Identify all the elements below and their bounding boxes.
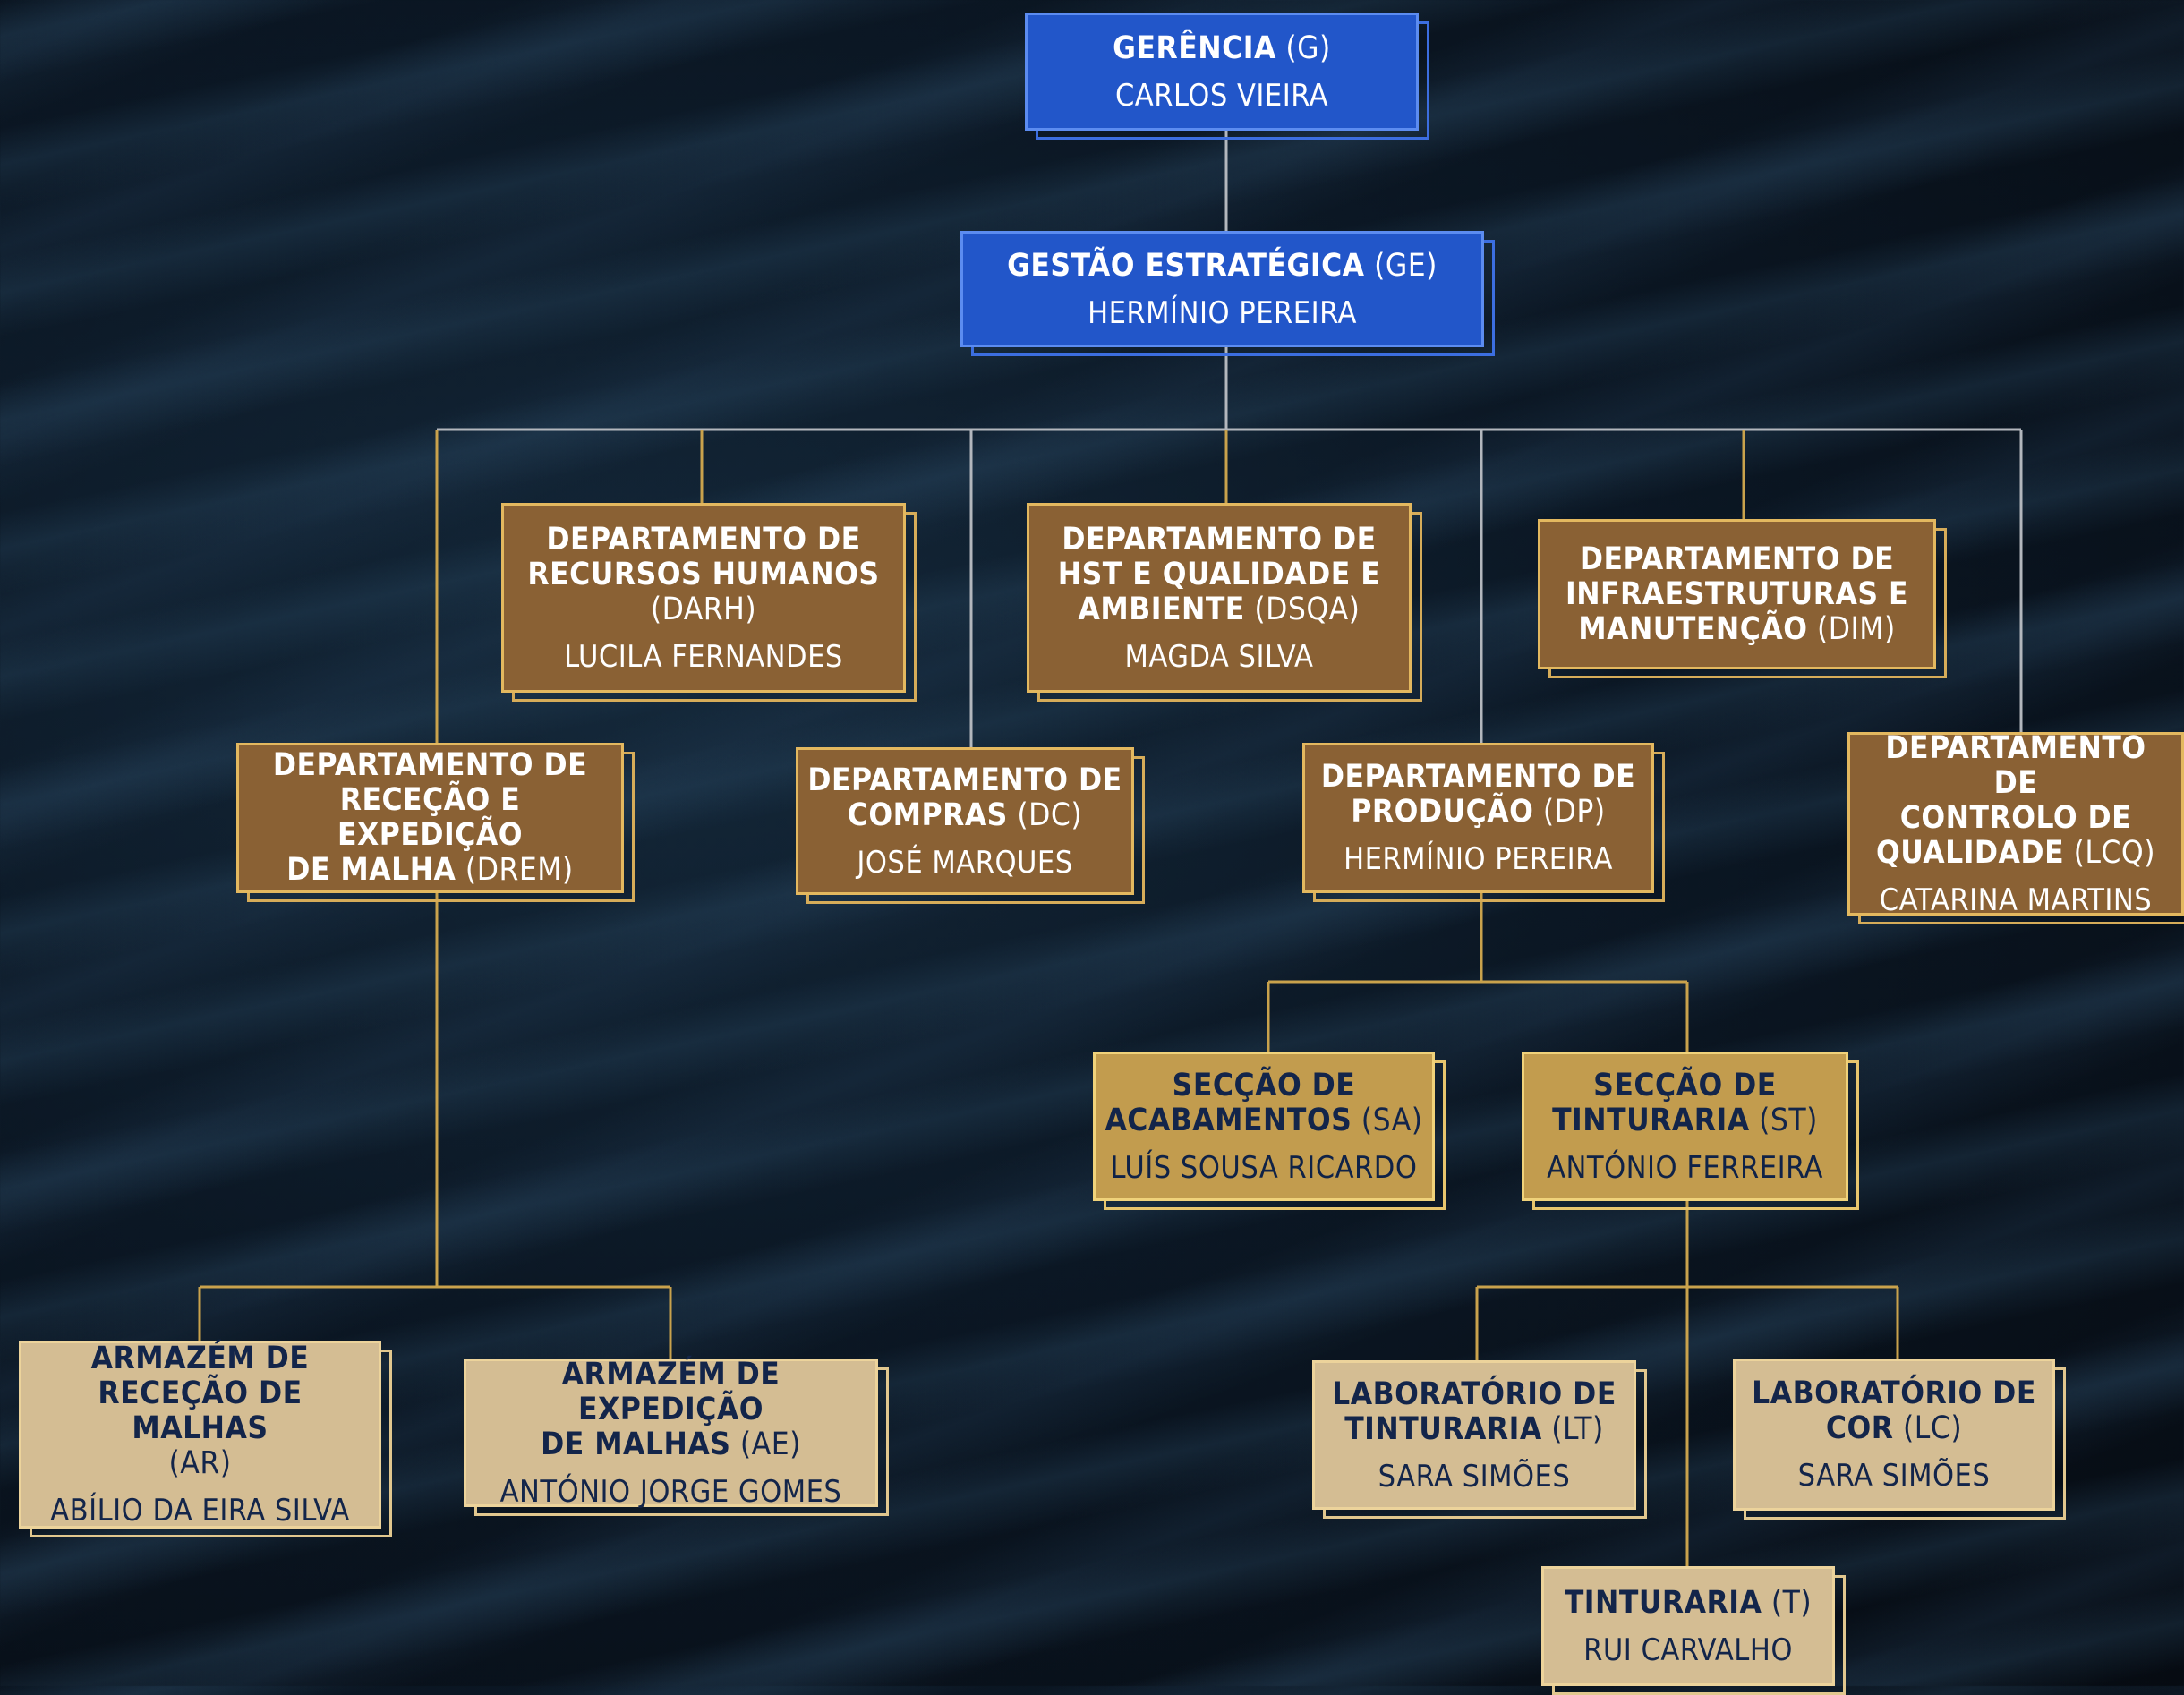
node-person-name: CATARINA MARTINS bbox=[1879, 882, 2153, 918]
node-title-line: LABORATÓRIO DE bbox=[1752, 1376, 2036, 1411]
node-abbreviation: (LC) bbox=[1903, 1410, 1963, 1446]
node-title-line: RECEÇÃO DE MALHAS bbox=[98, 1376, 303, 1446]
node-title-line: CONTROLO DE bbox=[1899, 799, 2132, 836]
node-title-line: QUALIDADE bbox=[1876, 834, 2065, 871]
node-title-line: GESTÃO ESTRATÉGICA bbox=[1007, 247, 1365, 284]
node-title-line: TINTURARIA bbox=[1552, 1102, 1750, 1138]
node-person-name: LUCILA FERNANDES bbox=[564, 638, 843, 675]
node-title-line: ARMAZÉM DE EXPEDIÇÃO bbox=[561, 1356, 781, 1427]
node-person-name: LUÍS SOUSA RICARDO bbox=[1110, 1149, 1418, 1186]
node-title-line: LABORATÓRIO DE bbox=[1332, 1376, 1617, 1412]
node-title-line: INFRAESTRUTURAS E bbox=[1565, 575, 1908, 612]
node-abbreviation: (DSQA) bbox=[1254, 591, 1361, 627]
node-title-line: DEPARTAMENTO DE bbox=[1062, 521, 1377, 558]
node-person-name: HERMÍNIO PEREIRA bbox=[1344, 841, 1613, 877]
node-title: TINTURARIA (T) bbox=[1564, 1584, 1813, 1621]
node-title-line: DEPARTAMENTO DE bbox=[1320, 759, 1636, 795]
org-node-t: TINTURARIA (T) RUI CARVALHO bbox=[1541, 1566, 1835, 1686]
node-person-name: ANTÓNIO JORGE GOMES bbox=[499, 1473, 842, 1510]
node-title-line: TINTURARIA bbox=[1564, 1584, 1762, 1621]
node-title-line: COMPRAS bbox=[847, 796, 1008, 833]
node-title-line: DEPARTAMENTO DE bbox=[1579, 541, 1895, 577]
node-title: GERÊNCIA (G) bbox=[1113, 30, 1331, 66]
node-abbreviation: (GE) bbox=[1374, 247, 1438, 284]
node-title-line: PRODUÇÃO bbox=[1351, 794, 1534, 830]
node-title-line: TINTURARIA bbox=[1344, 1410, 1542, 1447]
node-person-name: SARA SIMÕES bbox=[1797, 1458, 1991, 1494]
node-abbreviation: (DIM) bbox=[1816, 610, 1896, 647]
org-node-g: GERÊNCIA (G) CARLOS VIEIRA bbox=[1025, 13, 1419, 131]
node-abbreviation: (DC) bbox=[1017, 796, 1083, 833]
node-abbreviation: (DREM) bbox=[465, 852, 574, 888]
node-title-line: DEPARTAMENTO DE bbox=[1885, 729, 2146, 801]
node-title-line: DEPARTAMENTO DE bbox=[546, 521, 861, 558]
node-person-name: ANTÓNIO FERREIRA bbox=[1547, 1149, 1823, 1186]
node-abbreviation: (G) bbox=[1285, 30, 1331, 66]
node-title-line: HST E QUALIDADE E bbox=[1057, 556, 1381, 592]
org-node-ge: GESTÃO ESTRATÉGICA (GE) HERMÍNIO PEREIRA bbox=[960, 231, 1484, 347]
node-title-line: ACABAMENTOS bbox=[1105, 1102, 1352, 1138]
node-title-line: SECÇÃO DE bbox=[1172, 1067, 1356, 1103]
node-abbreviation: (ST) bbox=[1759, 1102, 1818, 1138]
node-abbreviation: (LCQ) bbox=[2073, 834, 2155, 871]
node-title-line: RECURSOS HUMANOS bbox=[527, 556, 880, 592]
node-title-line: DEPARTAMENTO DE bbox=[807, 762, 1122, 798]
node-title-line: ARMAZÉM DE bbox=[90, 1341, 310, 1376]
node-person-name: SARA SIMÕES bbox=[1378, 1458, 1571, 1495]
node-title-line: DEPARTAMENTO DE bbox=[272, 747, 588, 783]
node-title-line: GERÊNCIA bbox=[1113, 30, 1276, 66]
node-title: GESTÃO ESTRATÉGICA (GE) bbox=[1007, 247, 1438, 284]
node-abbreviation: (AR) bbox=[168, 1445, 232, 1481]
node-title-line: DE MALHA bbox=[286, 852, 456, 888]
node-abbreviation: (LT) bbox=[1551, 1410, 1604, 1447]
node-person-name: MAGDA SILVA bbox=[1124, 638, 1314, 675]
node-person-name: HERMÍNIO PEREIRA bbox=[1088, 294, 1357, 331]
node-person-name: ABÍLIO DA EIRA SILVA bbox=[50, 1493, 350, 1529]
node-person-name: RUI CARVALHO bbox=[1583, 1631, 1793, 1668]
node-abbreviation: (SA) bbox=[1361, 1102, 1423, 1138]
node-person-name: CARLOS VIEIRA bbox=[1114, 77, 1329, 114]
node-person-name: JOSÉ MARQUES bbox=[857, 844, 1073, 881]
node-abbreviation: (DP) bbox=[1542, 794, 1606, 830]
node-abbreviation: (T) bbox=[1770, 1584, 1813, 1621]
node-title-line: AMBIENTE bbox=[1078, 591, 1245, 627]
node-title-line: RECEÇÃO E EXPEDIÇÃO bbox=[337, 782, 523, 853]
node-title-line: SECÇÃO DE bbox=[1593, 1067, 1777, 1103]
node-title-line: DE MALHAS bbox=[541, 1426, 731, 1462]
node-abbreviation: (DARH) bbox=[650, 591, 757, 627]
node-title-line: MANUTENÇÃO bbox=[1578, 610, 1808, 647]
node-title-line: COR bbox=[1825, 1410, 1894, 1446]
node-abbreviation: (AE) bbox=[739, 1426, 801, 1462]
